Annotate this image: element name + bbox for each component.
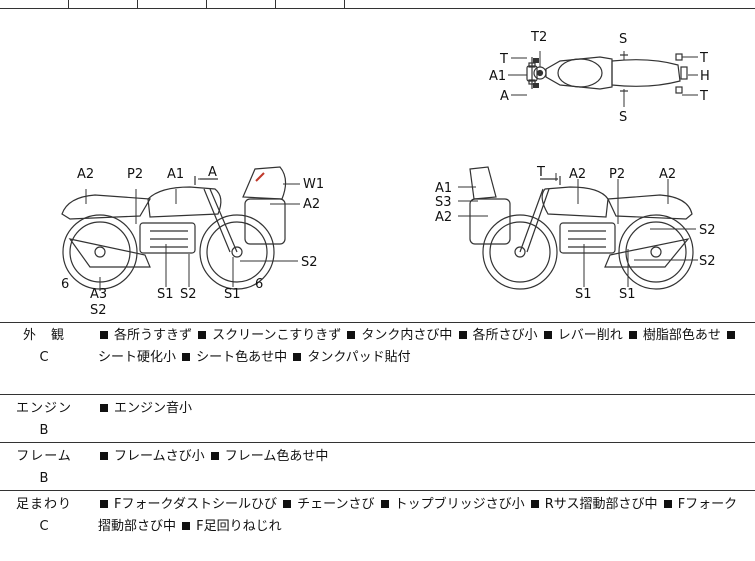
label-S: S bbox=[619, 110, 627, 125]
left-view-motorcycle bbox=[61, 166, 287, 290]
label-6: 6 bbox=[255, 277, 263, 292]
remark-item: Rサス摺動部さび中 bbox=[529, 497, 658, 512]
remark-item: フレーム色あせ中 bbox=[209, 449, 328, 464]
remark-item: スクリーンこすりきず bbox=[196, 328, 341, 343]
label-S2: S2 bbox=[301, 255, 318, 270]
label-A2: A2 bbox=[435, 210, 452, 225]
label-T: T bbox=[536, 165, 545, 180]
section-category: 足まわり C bbox=[0, 494, 88, 538]
remark-item: シート硬化小 bbox=[98, 328, 741, 365]
label-T2: T2 bbox=[530, 30, 547, 45]
remark-item: フレームさび小 bbox=[98, 449, 205, 464]
label-S3: S3 bbox=[435, 195, 452, 210]
label-H: H bbox=[700, 69, 710, 84]
section-suspension: 足まわり C Fフォークダストシールひび チェーンさび トップブリッジさび小 R… bbox=[0, 494, 755, 560]
remark-item: F足回りねじれ bbox=[180, 519, 282, 534]
remark-item: Fフォークダストシールひび bbox=[98, 497, 277, 512]
label-S1: S1 bbox=[224, 287, 241, 302]
label-A2: A2 bbox=[77, 167, 94, 182]
section-remarks: エンジン音小 bbox=[98, 398, 748, 420]
label-T: T bbox=[699, 89, 708, 104]
label-S1: S1 bbox=[575, 287, 592, 302]
section-category: 外 観 C bbox=[0, 325, 88, 369]
category-grade: B bbox=[39, 423, 49, 438]
label-6: 6 bbox=[61, 277, 69, 292]
label-T: T bbox=[699, 51, 708, 66]
remark-item: タンクパッド貼付 bbox=[291, 350, 411, 365]
section-exterior: 外 観 C 各所うすきず スクリーンこすりきず タンク内さび中 各所さび小 レバ… bbox=[0, 325, 755, 393]
section-remarks: 各所うすきず スクリーンこすりきず タンク内さび中 各所さび小 レバー削れ 樹脂… bbox=[98, 325, 748, 369]
category-grade: B bbox=[39, 471, 49, 486]
label-P2: P2 bbox=[127, 167, 143, 182]
label-A: A bbox=[208, 165, 217, 180]
section-category: フレーム B bbox=[0, 446, 88, 490]
label-S2: S2 bbox=[699, 223, 716, 238]
right-view-motorcycle bbox=[469, 166, 694, 290]
category-name: エンジン bbox=[15, 401, 72, 416]
label-A2: A2 bbox=[303, 197, 320, 212]
section-remarks: Fフォークダストシールひび チェーンさび トップブリッジさび小 Rサス摺動部さび… bbox=[98, 494, 748, 538]
section-engine: エンジン B エンジン音小 bbox=[0, 398, 755, 442]
label-W1: W1 bbox=[303, 177, 324, 192]
remark-item: 樹脂部色あせ bbox=[627, 328, 721, 343]
category-name: 外 観 bbox=[22, 328, 65, 343]
category-name: 足まわり bbox=[15, 497, 72, 512]
top-view-motorcycle bbox=[526, 53, 688, 94]
label-S1: S1 bbox=[157, 287, 174, 302]
label-S2: S2 bbox=[699, 254, 716, 269]
category-grade: C bbox=[39, 519, 49, 534]
label-A3: A3 bbox=[90, 287, 107, 302]
remark-item: レバー削れ bbox=[542, 328, 623, 343]
label-A1: A1 bbox=[435, 181, 452, 196]
section-category: エンジン B bbox=[0, 398, 88, 442]
section-remarks: フレームさび小 フレーム色あせ中 bbox=[98, 446, 748, 468]
label-T: T bbox=[499, 52, 508, 67]
label-S2: S2 bbox=[90, 303, 107, 318]
remark-item: シート色あせ中 bbox=[180, 350, 287, 365]
label-S1: S1 bbox=[619, 287, 636, 302]
remark-item: チェーンさび bbox=[281, 497, 374, 512]
label-A: A bbox=[500, 89, 509, 104]
label-P2: P2 bbox=[609, 167, 625, 182]
label-A2: A2 bbox=[569, 167, 586, 182]
remark-item: タンク内さび中 bbox=[345, 328, 452, 343]
remark-item: 各所さび小 bbox=[457, 328, 538, 343]
category-name: フレーム bbox=[16, 449, 72, 464]
remark-item: エンジン音小 bbox=[98, 401, 192, 416]
label-A1: A1 bbox=[489, 69, 506, 84]
label-A1: A1 bbox=[167, 167, 184, 182]
section-frame: フレーム B フレームさび小 フレーム色あせ中 bbox=[0, 446, 755, 490]
damage-diagram: T2 T A1 A S T H T S A2 P2 A1 A W1 A2 S2 … bbox=[0, 9, 755, 322]
label-A2: A2 bbox=[659, 167, 676, 182]
motorcycle-diagram: T2 T A1 A S T H T S A2 P2 A1 A W1 A2 S2 … bbox=[61, 30, 716, 318]
category-grade: C bbox=[39, 350, 49, 365]
remark-item: トップブリッジさび小 bbox=[379, 497, 525, 512]
remark-item: Fフォーク摺動部さび中 bbox=[98, 497, 738, 534]
remark-item: 各所うすきず bbox=[98, 328, 192, 343]
label-S2: S2 bbox=[180, 287, 197, 302]
label-S: S bbox=[619, 32, 627, 47]
